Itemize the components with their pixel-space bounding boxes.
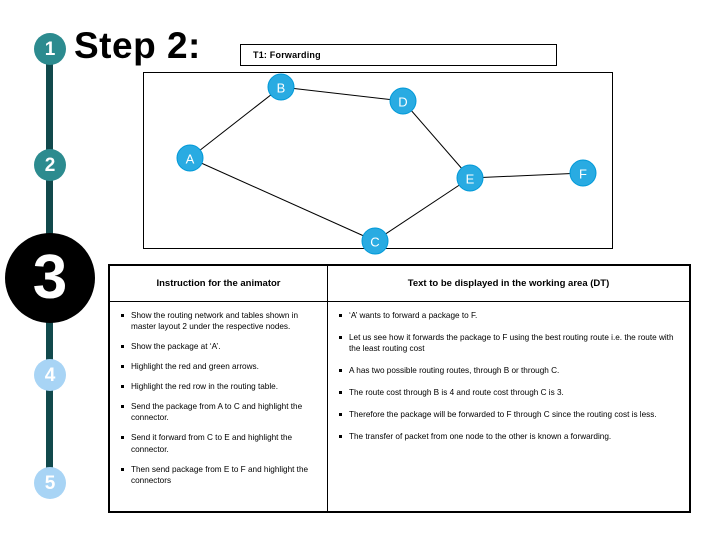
timeline-node-label: 2 — [44, 154, 56, 176]
network-node-label: C — [370, 235, 379, 250]
display-text-item: ‘A’ wants to forward a package to F. — [338, 310, 681, 321]
table-body-row: Show the routing network and tables show… — [110, 302, 689, 511]
network-node-label: E — [466, 172, 475, 187]
network-edge-E-C — [374, 177, 471, 242]
display-text-item: The route cost through B is 4 and route … — [338, 387, 681, 398]
display-text-item: Let us see how it forwards the package t… — [338, 332, 681, 354]
instruction-table: Instruction for the animator Text to be … — [108, 264, 691, 513]
network-node-C[interactable]: C — [361, 227, 389, 255]
column-header-display-text: Text to be displayed in the working area… — [407, 278, 610, 289]
column-header-instruction: Instruction for the animator — [110, 266, 328, 301]
network-node-B[interactable]: B — [267, 73, 295, 101]
timeline-node-label: 3 — [32, 243, 68, 312]
instruction-item: Show the routing network and tables show… — [120, 310, 319, 332]
timeline-node-5[interactable]: 5 — [34, 467, 66, 499]
network-edge-C-A — [189, 157, 376, 242]
timeline-node-label: 5 — [44, 472, 56, 494]
timeline-node-3[interactable]: 3 — [5, 233, 95, 323]
display-text-cell: ‘A’ wants to forward a package to F. Let … — [328, 302, 689, 511]
topic-label-text: T1: Forwarding — [253, 50, 321, 60]
display-text-item: The transfer of packet from one node to … — [338, 431, 681, 442]
instruction-item: Send it forward from C to E and highligh… — [120, 432, 319, 454]
network-diagram: A B C D E F — [176, 73, 597, 255]
network-edge-B-D — [280, 86, 404, 102]
network-node-label: B — [277, 81, 286, 96]
instruction-item: Highlight the red and green arrows. — [120, 361, 319, 372]
page-title: Step 2: — [74, 25, 201, 66]
network-edge-D-E — [402, 100, 471, 179]
topic-label-box: T1: Forwarding — [240, 44, 557, 66]
timeline-node-1[interactable]: 1 — [34, 33, 66, 65]
network-node-circle — [456, 164, 484, 192]
display-text-list: ‘A’ wants to forward a package to F. Let … — [338, 310, 681, 442]
network-node-label: D — [398, 95, 407, 110]
network-node-circle — [389, 87, 417, 115]
network-node-E[interactable]: E — [456, 164, 484, 192]
network-edge-A-B — [189, 86, 282, 159]
instruction-item: Then send package from E to F and highli… — [120, 464, 319, 486]
network-node-circle — [176, 144, 204, 172]
display-text-item: A has two possible routing routes, throu… — [338, 365, 681, 376]
network-node-A[interactable]: A — [176, 144, 204, 172]
instruction-item: Show the package at ‘A’. — [120, 341, 319, 352]
instruction-list: Show the routing network and tables show… — [120, 310, 319, 486]
network-node-circle — [267, 73, 295, 101]
network-node-label: F — [579, 167, 587, 182]
instruction-item: Send the package from A to C and highlig… — [120, 401, 319, 423]
table-header-row: Instruction for the animator Text to be … — [110, 266, 689, 302]
network-diagram-box — [143, 72, 613, 249]
timeline-node-4[interactable]: 4 — [34, 359, 66, 391]
instruction-cell: Show the routing network and tables show… — [110, 302, 328, 511]
network-node-circle — [361, 227, 389, 255]
timeline-node-label: 1 — [44, 38, 56, 60]
network-node-label: A — [186, 152, 195, 167]
network-node-D[interactable]: D — [389, 87, 417, 115]
instruction-item: Highlight the red row in the routing tab… — [120, 381, 319, 392]
network-node-circle — [569, 159, 597, 187]
timeline-node-2[interactable]: 2 — [34, 149, 66, 181]
network-edge-E-F — [469, 172, 584, 179]
display-text-item: Therefore the package will be forwarded … — [338, 409, 681, 420]
timeline-node-label: 4 — [44, 364, 56, 386]
network-node-F[interactable]: F — [569, 159, 597, 187]
